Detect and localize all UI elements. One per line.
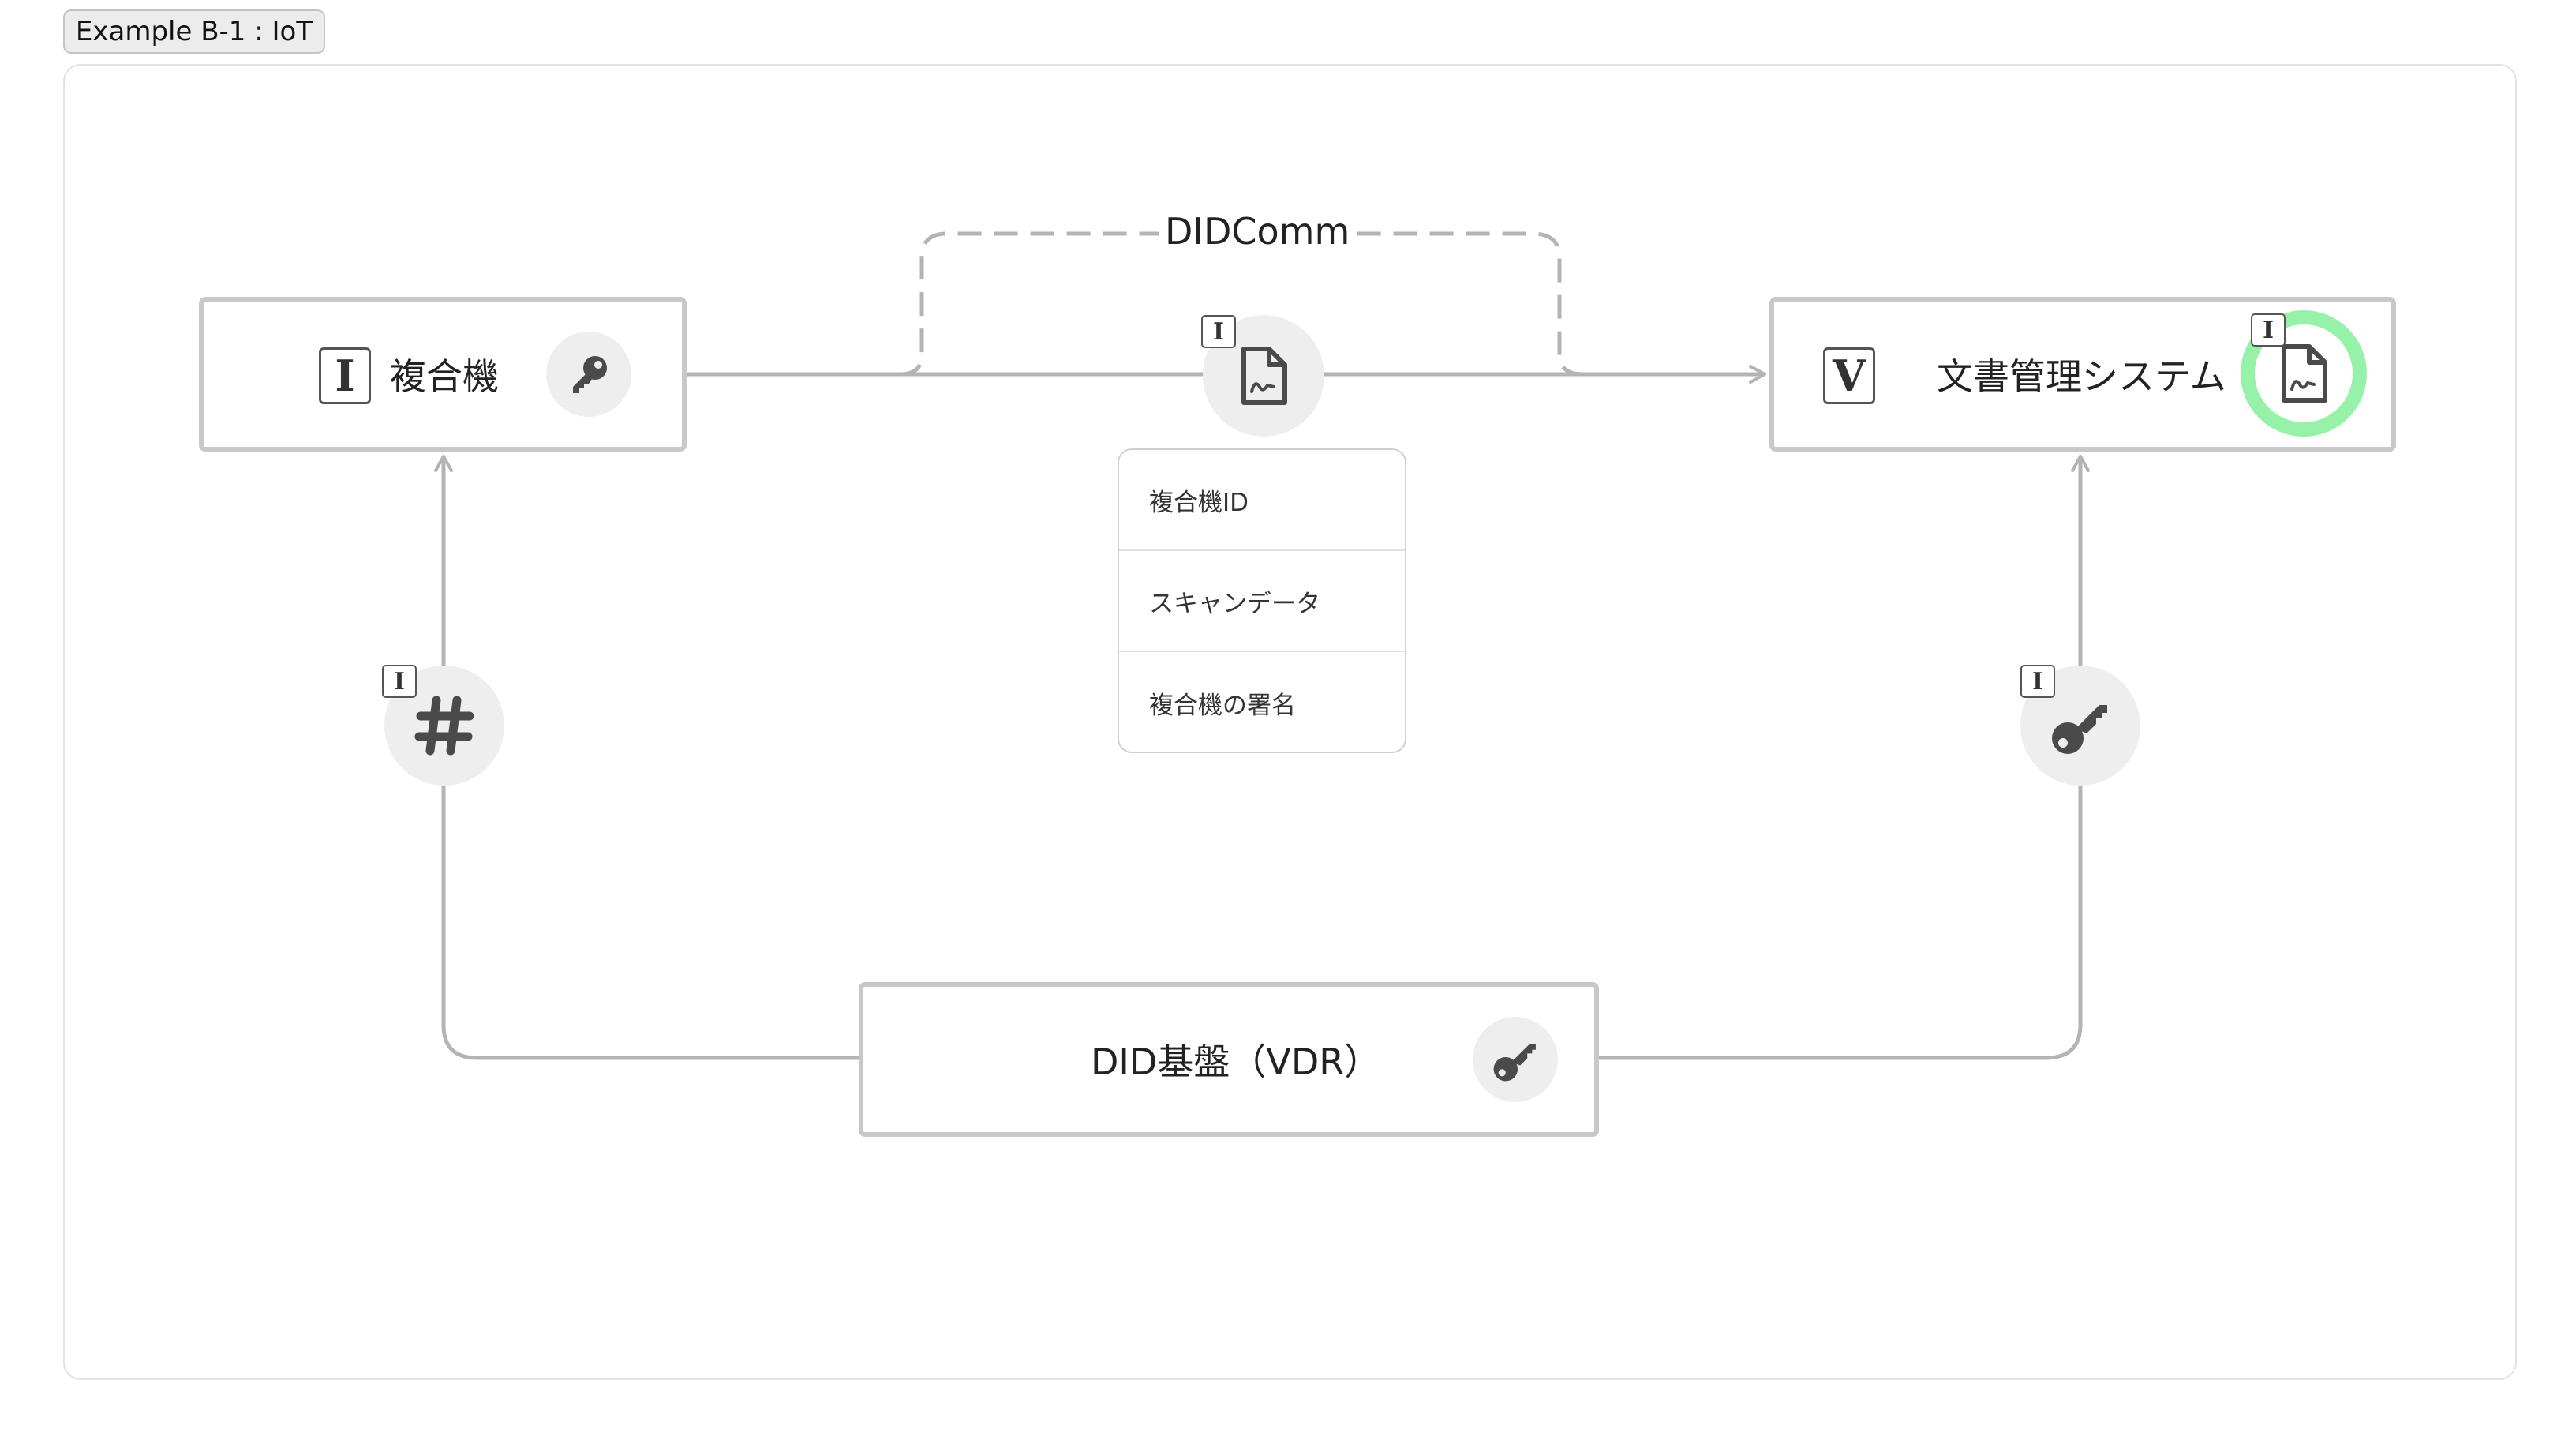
registry-to-issuer-edge [434,455,859,1060]
verifier-node[interactable]: V 文書管理システム [1769,297,2396,452]
issuer-label: 複合機 [390,355,499,398]
verifier-link-badge: I [2020,665,2055,698]
data-item: 複合機ID [1119,450,1405,551]
didcomm-label: DIDComm [1159,210,1357,253]
registry-to-verifier-edge [1597,455,2090,1060]
signed-document-icon[interactable] [1203,315,1324,437]
data-item: 複合機の署名 [1149,691,1296,720]
example-tag: Example B-1 : IoT [63,9,325,54]
verifier-badge: V [1823,347,1875,404]
credential-badge: I [1201,315,1236,348]
verifier-label: 文書管理システム [1937,355,2226,398]
registry-node[interactable]: DID基盤（VDR） [859,982,1599,1137]
key-icon [1473,1017,1558,1102]
data-item: スキャンデータ [1119,551,1405,652]
issuer-node[interactable]: I 複合機 [199,297,687,452]
verifier-doc-badge: I [2251,313,2286,347]
issuer-badge: I [319,347,371,404]
credential-data-card: 複合機ID スキャンデータ 複合機の署名 [1118,448,1406,753]
issuer-link-badge: I [382,665,417,698]
diagram-frame [63,64,2517,1380]
key-icon [546,332,631,417]
registry-label: DID基盤（VDR） [1091,1041,1381,1083]
